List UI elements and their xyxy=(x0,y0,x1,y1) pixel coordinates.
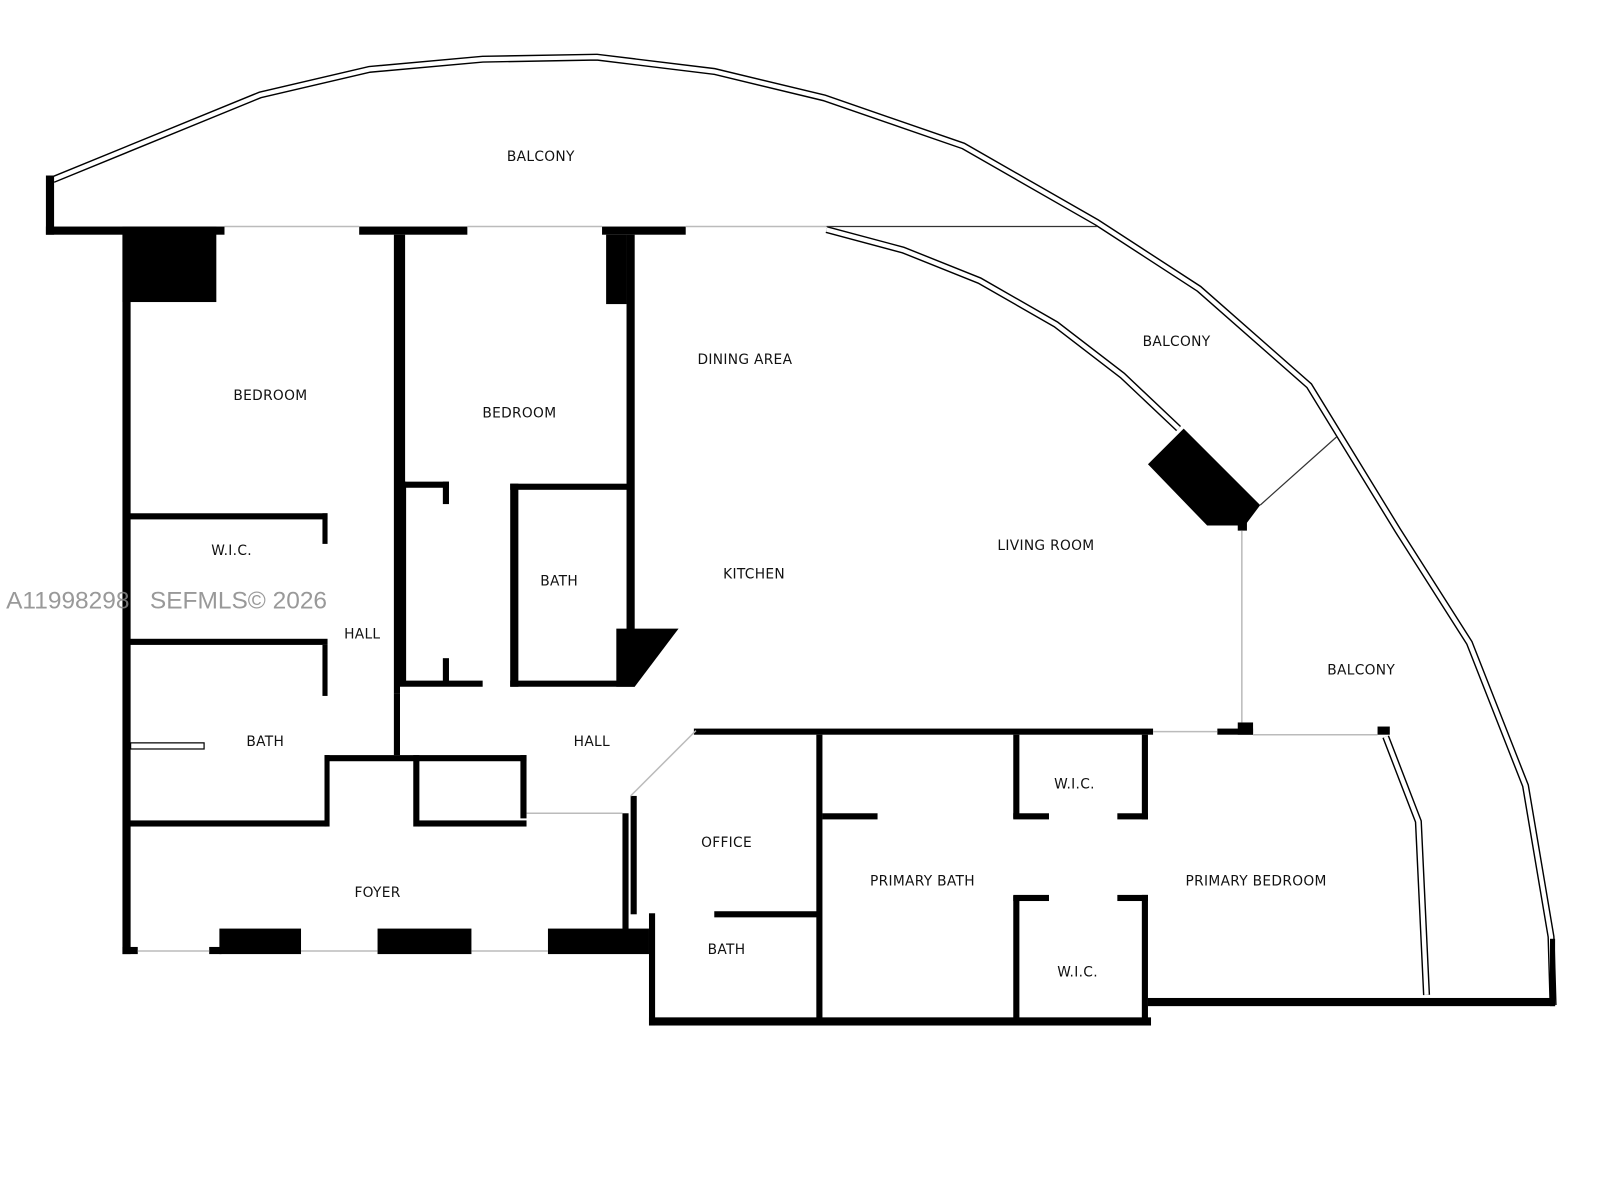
room-label-bath-2: BATH xyxy=(540,574,578,590)
room-label-wic-3: W.I.C. xyxy=(1057,964,1098,980)
primary-bedroom-windows xyxy=(1382,735,1431,996)
room-label-bedroom-2: BEDROOM xyxy=(482,405,556,421)
room-label-primary-bedroom: PRIMARY BEDROOM xyxy=(1186,874,1327,890)
room-label-hall-1: HALL xyxy=(344,627,380,643)
room-label-wic-1: W.I.C. xyxy=(211,543,252,559)
room-label-living-room: LIVING ROOM xyxy=(997,538,1094,554)
room-label-bedroom-1: BEDROOM xyxy=(233,388,307,404)
watermark: A11998298 SEFMLS© 2026 xyxy=(6,588,327,615)
room-label-balcony-east: BALCONY xyxy=(1143,334,1211,350)
room-label-wic-2: W.I.C. xyxy=(1054,777,1095,793)
room-label-kitchen: KITCHEN xyxy=(723,567,785,583)
room-label-office: OFFICE xyxy=(701,835,752,851)
room-label-hall-2: HALL xyxy=(574,734,610,750)
room-label-balcony-top: BALCONY xyxy=(507,149,575,165)
room-label-balcony-southeast: BALCONY xyxy=(1327,662,1395,678)
room-label-dining-area: DINING AREA xyxy=(697,352,792,368)
walls xyxy=(45,175,1556,1026)
room-label-primary-bath: PRIMARY BATH xyxy=(870,874,975,890)
room-label-bath-3: BATH xyxy=(708,942,746,958)
balcony-railing xyxy=(51,53,1557,1006)
room-labels: BALCONY BALCONY BALCONY BEDROOM BEDROOM … xyxy=(211,149,1395,980)
room-label-foyer: FOYER xyxy=(354,885,400,901)
room-label-bath-1: BATH xyxy=(246,734,284,750)
living-room-windows xyxy=(825,226,1182,432)
